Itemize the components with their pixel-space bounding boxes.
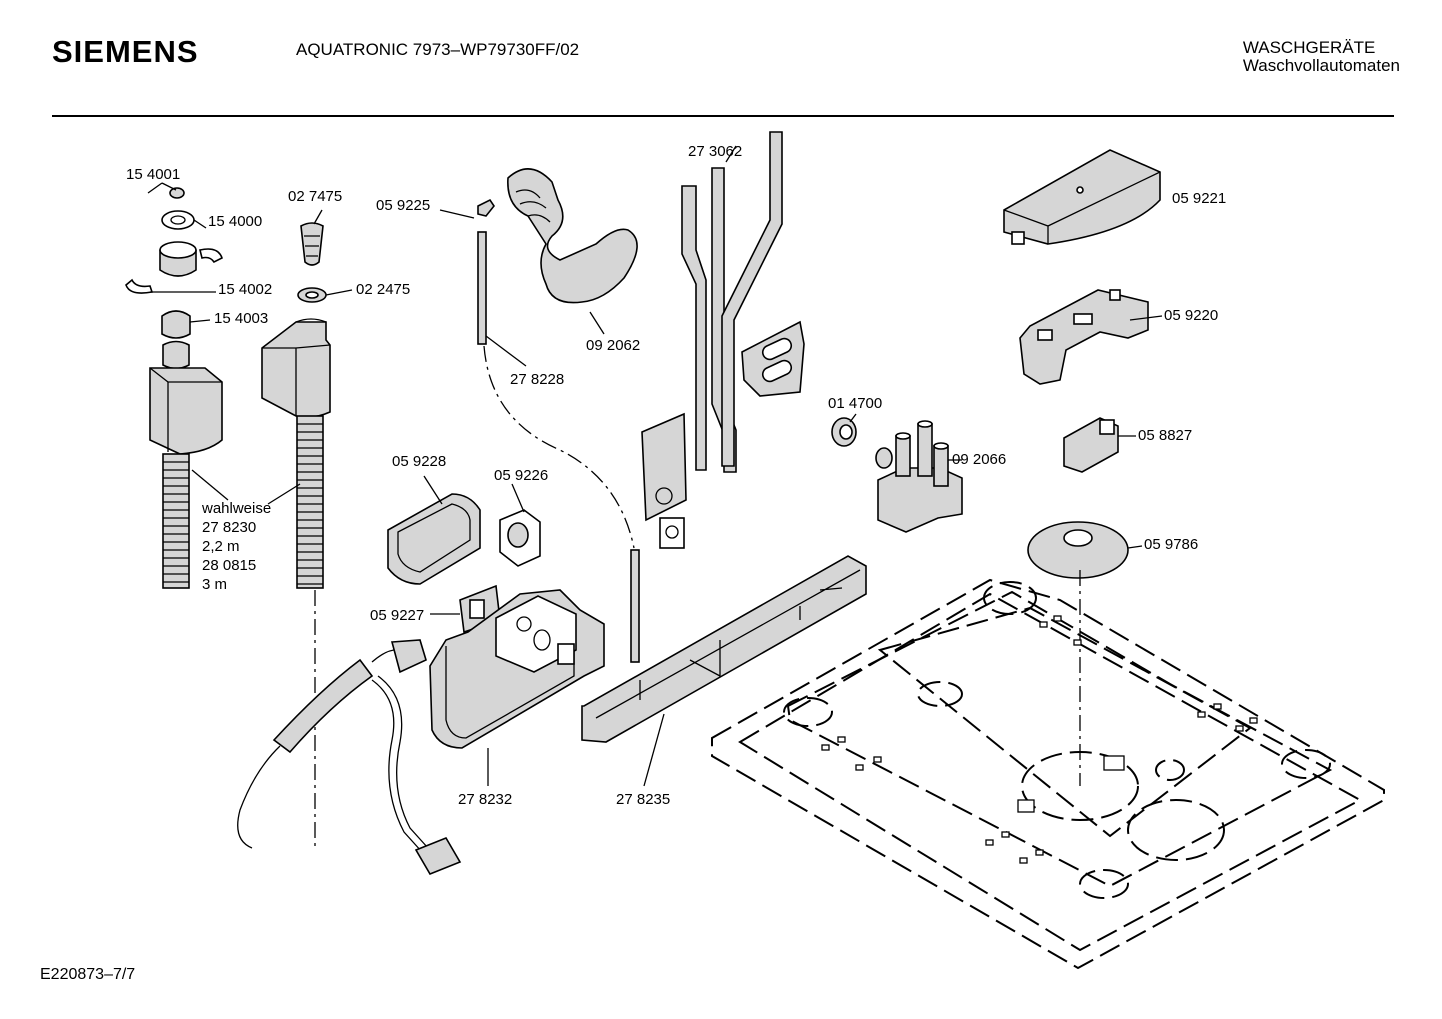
part-valve-port-1[interactable]: [895, 435, 911, 477]
category-line-1: WASCHGERÄTE: [1242, 38, 1376, 57]
label-022475: 02 2475: [356, 281, 410, 298]
drawing-code: E220873–7/7: [40, 966, 136, 983]
part-disc-059786[interactable]: [1027, 521, 1129, 579]
right-parts: [831, 149, 1161, 579]
part-cover-059221[interactable]: [1003, 149, 1161, 245]
part-tube-lower[interactable]: [630, 549, 640, 663]
label-154001: 15 4001: [126, 166, 180, 183]
label-059786: 05 9786: [1144, 536, 1198, 553]
label-option-part1: 27 8230: [202, 519, 256, 536]
label-278232: 27 8232: [458, 791, 512, 808]
part-cap-154003[interactable]: [161, 310, 191, 339]
part-hose-right[interactable]: [296, 415, 324, 589]
label-273062: 27 3062: [688, 143, 742, 160]
part-cable-plug[interactable]: [414, 837, 462, 875]
label-278228: 27 8228: [510, 371, 564, 388]
part-channel-278235[interactable]: [581, 555, 867, 743]
part-hose-coil[interactable]: [272, 658, 374, 754]
label-option-part2: 28 0815: [202, 557, 256, 574]
part-hinge-plate[interactable]: [641, 412, 687, 522]
part-tube-278228[interactable]: [477, 231, 487, 345]
part-elbow-059225[interactable]: [477, 198, 495, 217]
part-washer-154000[interactable]: [161, 210, 195, 230]
part-pipe-a[interactable]: [681, 185, 707, 471]
label-059226: 05 9226: [494, 467, 548, 484]
part-clip-154002[interactable]: [125, 278, 154, 294]
label-092062: 09 2062: [586, 337, 640, 354]
label-092066: 09 2066: [952, 451, 1006, 468]
middle-parts: [387, 168, 867, 749]
pipes-273062: [641, 131, 805, 549]
part-valve-port-3[interactable]: [933, 445, 949, 487]
part-hinge-clip[interactable]: [659, 517, 685, 549]
header-rule: [52, 115, 1394, 117]
part-drawer-059228[interactable]: [387, 493, 481, 585]
label-278235: 27 8235: [616, 791, 670, 808]
model-title: AQUATRONIC 7973–WP79730FF/02: [296, 40, 580, 59]
part-hose-left[interactable]: [162, 453, 190, 589]
part-valve-092066[interactable]: [877, 467, 963, 533]
part-cap-154001[interactable]: [169, 187, 185, 199]
label-059221: 05 9221: [1172, 190, 1226, 207]
label-option-len1: 2,2 m: [202, 538, 240, 555]
label-154000: 15 4000: [208, 213, 262, 230]
base-frame-outer[interactable]: [711, 578, 1385, 970]
label-059220: 05 9220: [1164, 307, 1218, 324]
part-valve-port-2[interactable]: [917, 423, 933, 477]
label-154003: 15 4003: [214, 310, 268, 327]
part-pipe-c[interactable]: [721, 131, 783, 467]
category-heading: WASCHGERÄTE Waschvollautomaten: [1243, 39, 1400, 75]
inlet-hose-assembly: [125, 187, 462, 875]
label-027475: 02 7475: [288, 188, 342, 205]
category-line-2: Waschvollautomaten: [1242, 56, 1400, 75]
label-059228: 05 9228: [392, 453, 446, 470]
label-014700: 01 4700: [828, 395, 882, 412]
label-058827: 05 8827: [1138, 427, 1192, 444]
part-sieve-027475[interactable]: [300, 222, 324, 266]
brand-logo: SIEMENS: [52, 34, 199, 69]
label-154002: 15 4002: [218, 281, 272, 298]
part-bracket-059220[interactable]: [1019, 289, 1149, 385]
part-hose-nut[interactable]: [390, 639, 427, 674]
part-aquastop-box-left[interactable]: [149, 367, 223, 455]
part-bellows-092062[interactable]: [507, 168, 638, 304]
base-frame: [711, 570, 1385, 970]
label-option-len2: 3 m: [202, 576, 227, 593]
label-059225: 05 9225: [376, 197, 430, 214]
label-option-word: wahlweise: [201, 500, 271, 517]
label-059227: 05 9227: [370, 607, 424, 624]
